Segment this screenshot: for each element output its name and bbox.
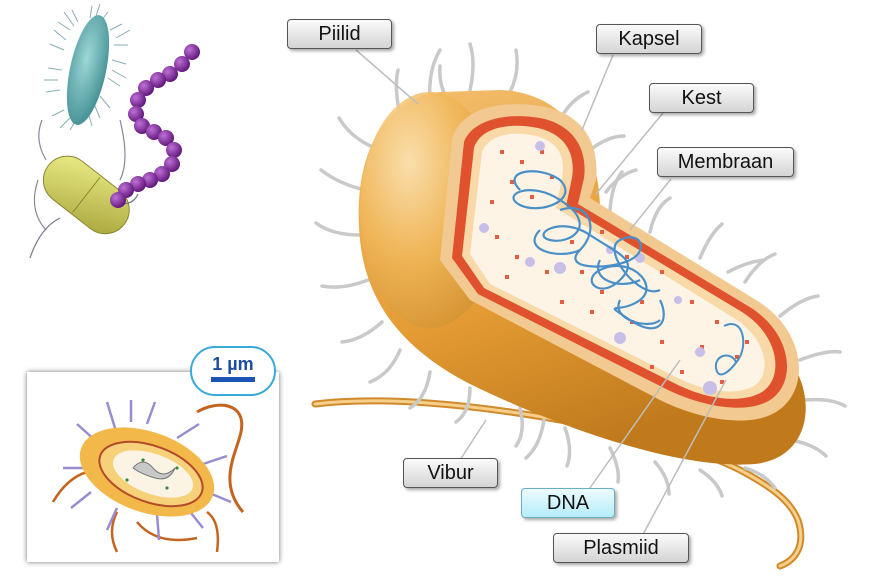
scale-bar-label: 1 µm <box>212 354 254 374</box>
dna-nucleoid <box>512 170 665 330</box>
leader-lines <box>355 49 727 541</box>
pili <box>314 42 847 498</box>
label-dna: DNA <box>521 488 615 518</box>
vesicles <box>479 141 717 395</box>
label-kapsel: Kapsel <box>596 24 702 54</box>
rod-bacterium-yellow <box>42 155 130 235</box>
cilia-fringe <box>44 3 131 131</box>
streptococcus-chain <box>110 44 200 208</box>
inset-bacterium-image <box>27 372 279 562</box>
scale-bar: 1 µm <box>190 346 276 396</box>
label-plasmiid: Plasmiid <box>553 533 689 563</box>
main-bacterium <box>311 42 847 570</box>
scale-bar-line <box>211 377 255 382</box>
bacteria-types-illustration <box>29 3 200 259</box>
label-piilid: Piilid <box>287 19 392 49</box>
label-membraan: Membraan <box>657 147 794 177</box>
plasmid-ring <box>714 323 745 376</box>
label-kest: Kest <box>649 83 754 113</box>
label-vibur: Vibur <box>403 458 498 488</box>
rod-bacterium-cyan <box>66 15 110 125</box>
inset-bacterium <box>51 400 245 553</box>
ribosomes <box>490 150 749 384</box>
